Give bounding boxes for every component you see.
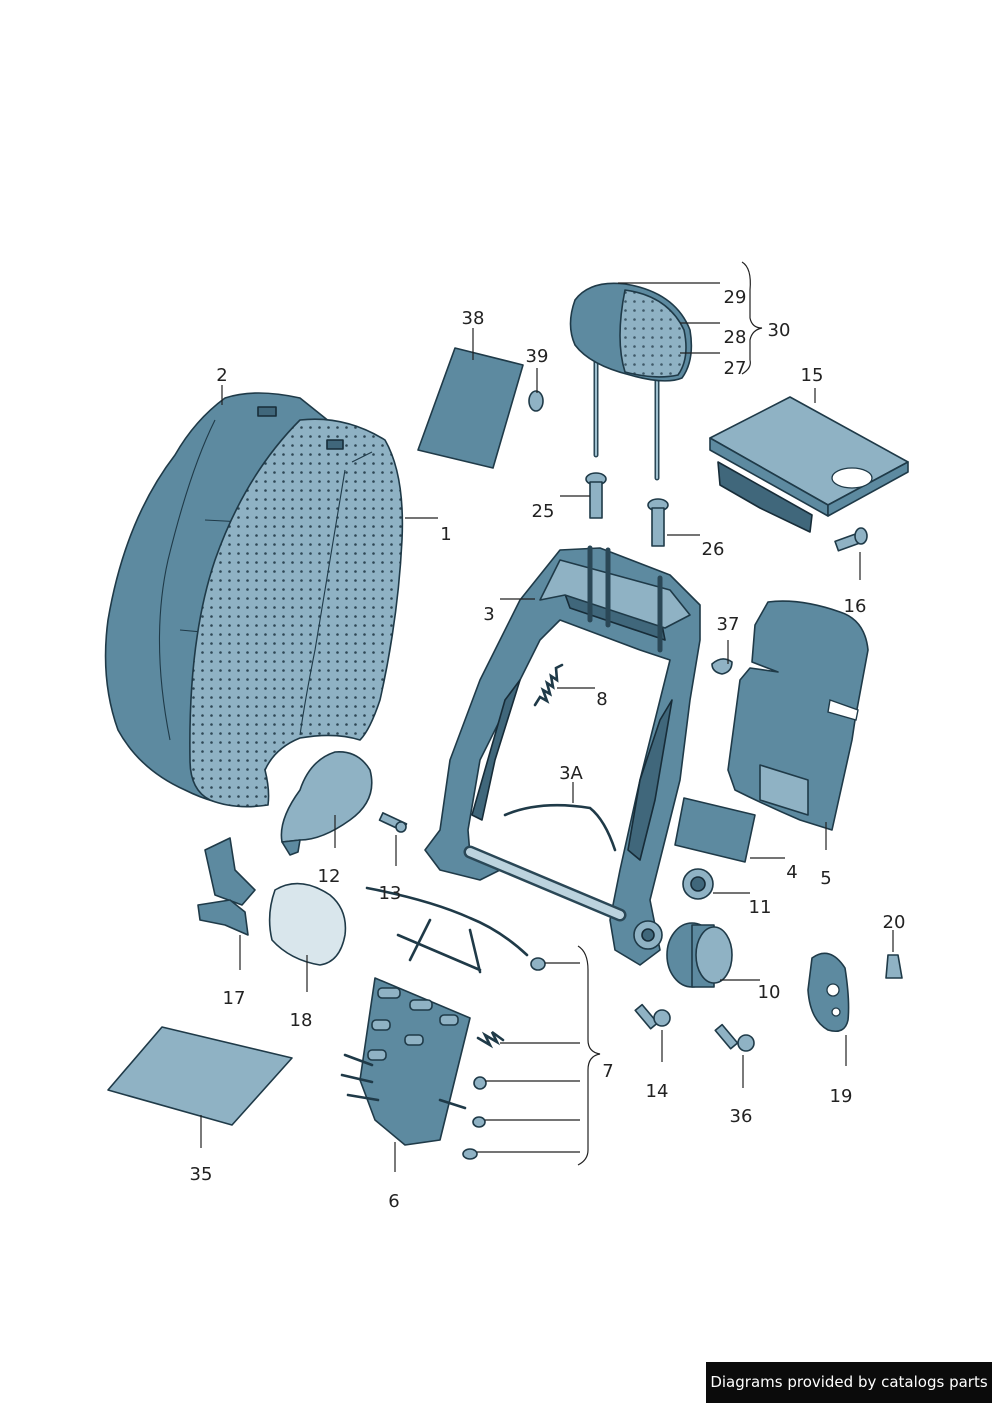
callout-27: 27: [724, 358, 747, 379]
callout-35: 35: [190, 1164, 213, 1185]
trim-frame: [268, 882, 347, 966]
headrest: [569, 282, 693, 481]
callout-18: 18: [290, 1010, 313, 1031]
callout-7: 7: [602, 1061, 613, 1082]
bracket: [197, 837, 256, 936]
headrest-guide-right: [647, 498, 669, 547]
callout-2: 2: [216, 365, 227, 386]
callout-4: 4: [786, 862, 797, 883]
tension-spring: [533, 663, 564, 707]
callout-25: 25: [532, 501, 555, 522]
callout-15: 15: [801, 365, 824, 386]
attribution-banner: Diagrams provided by catalogs parts: [706, 1362, 992, 1403]
callout-38: 38: [462, 308, 485, 329]
backrest-frame: [424, 545, 701, 966]
bowden-cable: [503, 803, 617, 852]
insulation-mat: [417, 347, 524, 469]
adjuster-ring: [682, 868, 714, 900]
callout-30: 30: [768, 320, 791, 341]
bolt: [834, 527, 868, 552]
bolt-36: [714, 1023, 755, 1052]
callout-28: 28: [724, 327, 747, 348]
callout-37: 37: [717, 614, 740, 635]
callout-17: 17: [223, 988, 246, 1009]
callout-19: 19: [830, 1086, 853, 1107]
callout-11: 11: [749, 897, 772, 918]
callouts: 2 1 38 39 29 28 27 30 15 25 26 16 3 37 8…: [190, 287, 906, 1212]
screw-13: [378, 812, 408, 833]
backrest-cover: [189, 418, 404, 808]
protective-sheet: [107, 1026, 293, 1126]
callout-13: 13: [379, 883, 402, 904]
bolt-14: [634, 1003, 671, 1030]
retaining-clip: [711, 658, 733, 675]
callout-29: 29: [724, 287, 747, 308]
callout-36: 36: [730, 1106, 753, 1127]
callout-16: 16: [844, 596, 867, 617]
callout-6: 6: [388, 1191, 399, 1212]
side-cover: [280, 751, 373, 856]
leader-lines: [200, 261, 894, 1172]
callout-3: 3: [483, 604, 494, 625]
callout-26: 26: [702, 539, 725, 560]
clip: [528, 390, 544, 412]
rear-panel: [709, 396, 909, 533]
callout-10: 10: [758, 982, 781, 1003]
callout-1: 1: [440, 524, 451, 545]
handwheel: [666, 922, 733, 988]
rear-cover-panel: [727, 600, 869, 831]
lumbar-support-assembly: [365, 886, 546, 1160]
side-trim-cover: [807, 952, 850, 1033]
callout-5: 5: [820, 868, 831, 889]
lumbar-plate: [340, 977, 471, 1146]
knob: [885, 954, 903, 979]
callout-39: 39: [526, 346, 549, 367]
callout-8: 8: [596, 689, 607, 710]
callout-20: 20: [883, 912, 906, 933]
foam-pad: [674, 797, 756, 863]
headrest-guide-left: [585, 472, 607, 519]
callout-3a: 3A: [559, 763, 583, 784]
callout-12: 12: [318, 866, 341, 887]
callout-14: 14: [646, 1081, 669, 1102]
